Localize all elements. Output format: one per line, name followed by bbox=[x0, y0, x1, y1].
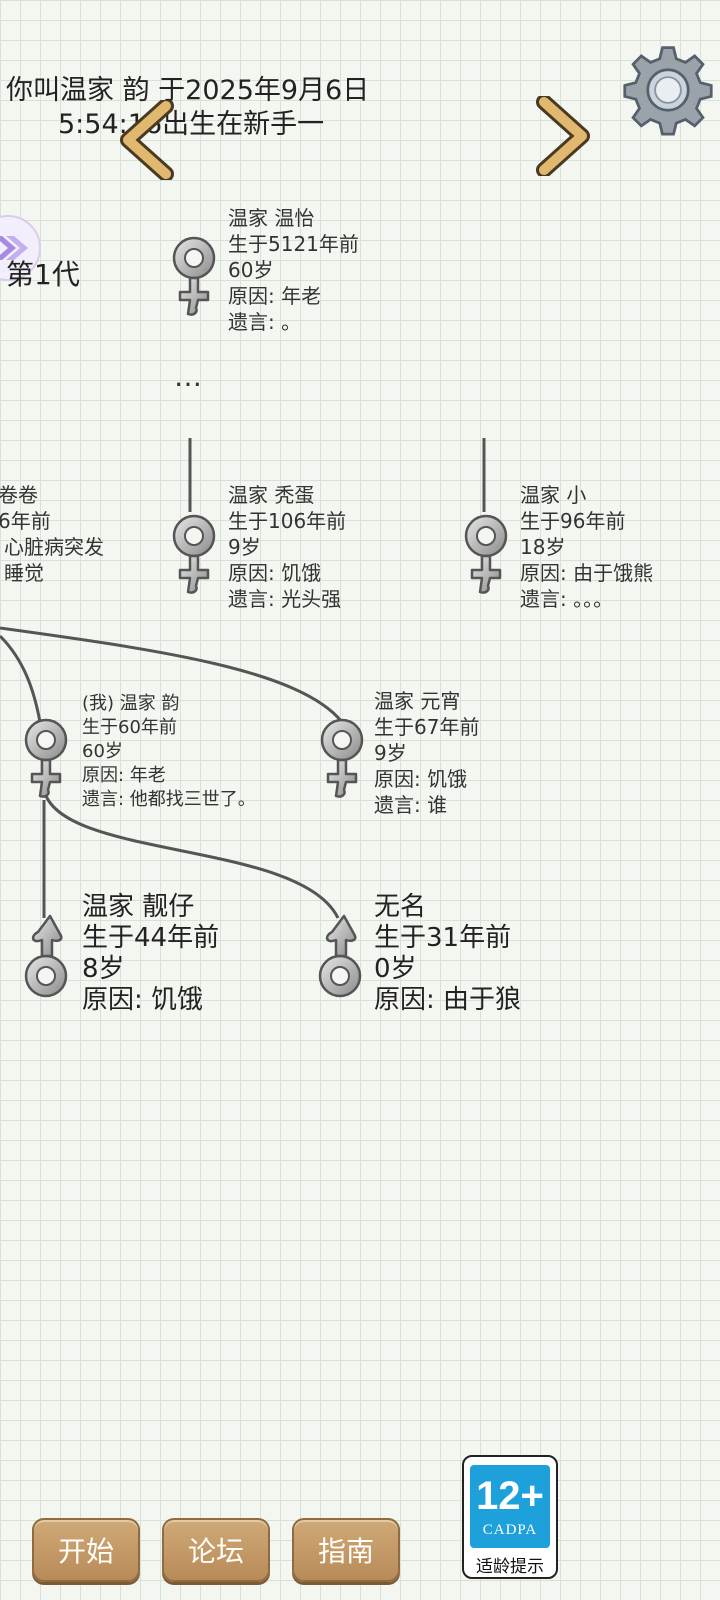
person-age: 8岁 bbox=[82, 954, 125, 984]
forum-button[interactable]: 论坛 bbox=[162, 1518, 270, 1582]
person-name: 温家 秃蛋 bbox=[228, 483, 315, 507]
person-info-tudan: 温家 秃蛋 生于106年前 9岁 原因: 饥饿 遗言: 光头强 bbox=[228, 482, 346, 612]
person-last-words: 睡觉 bbox=[4, 561, 44, 585]
person-last-words: 遗言: 。。。 bbox=[520, 587, 614, 611]
person-info-wuming: 无名 生于31年前 0岁 原因: 由于狼 bbox=[374, 892, 521, 1016]
person-cause: 原因: 饥饿 bbox=[82, 985, 204, 1015]
person-born: 生于44年前 bbox=[82, 923, 220, 953]
person-age: 18岁 bbox=[520, 535, 566, 559]
age-rating-org: CADPA bbox=[482, 1522, 538, 1538]
chevron-right-icon[interactable] bbox=[530, 96, 594, 176]
person-born: 6年前 bbox=[0, 509, 51, 533]
chevron-left-icon[interactable] bbox=[118, 100, 182, 180]
person-cause: 心脏病突发 bbox=[4, 535, 104, 559]
generation-badge-icon[interactable] bbox=[0, 212, 44, 284]
person-born: 生于96年前 bbox=[520, 509, 626, 533]
person-name: 卷卷 bbox=[0, 483, 38, 507]
person-last-words: 遗言: 谁 bbox=[374, 793, 448, 817]
person-born: 生于5121年前 bbox=[228, 232, 359, 256]
person-name: 温家 元宵 bbox=[374, 689, 461, 713]
birth-info-line1: 你叫温家 韵 于2025年9月6日 bbox=[6, 75, 370, 106]
female-symbol-icon[interactable] bbox=[312, 710, 372, 810]
person-name: 无名 bbox=[374, 892, 427, 922]
more-ancestors-ellipsis: … bbox=[174, 360, 204, 393]
birth-info-line2: 5:54:16出生在新手一 bbox=[58, 109, 325, 140]
gear-icon[interactable] bbox=[622, 44, 714, 136]
person-cause: 原因: 年老 bbox=[228, 284, 322, 308]
person-cause: 原因: 年老 bbox=[82, 765, 166, 786]
person-info-liangzai: 温家 靓仔 生于44年前 8岁 原因: 饥饿 bbox=[82, 892, 219, 1016]
female-symbol-icon[interactable] bbox=[456, 506, 516, 606]
person-info-xiao: 温家 小 生于96年前 18岁 原因: 由于饿熊 遗言: 。。。 bbox=[520, 482, 653, 612]
person-age: 9岁 bbox=[374, 741, 407, 765]
person-born: 生于67年前 bbox=[374, 715, 480, 739]
person-name: 温家 小 bbox=[520, 483, 587, 507]
person-age: 60岁 bbox=[228, 258, 274, 282]
person-last-words: 遗言: 光头强 bbox=[228, 587, 342, 611]
person-name: 温家 靓仔 bbox=[82, 892, 195, 922]
person-age: 9岁 bbox=[228, 535, 261, 559]
person-age: 60岁 bbox=[82, 741, 123, 762]
person-born: 生于31年前 bbox=[374, 923, 512, 953]
person-cause: 原因: 饥饿 bbox=[374, 767, 468, 791]
person-last-words: 遗言: 他都找三世了。 bbox=[82, 789, 256, 810]
male-symbol-icon[interactable] bbox=[18, 910, 78, 1010]
person-cause: 原因: 由于狼 bbox=[374, 985, 522, 1015]
start-button[interactable]: 开始 bbox=[32, 1518, 140, 1582]
person-name: (我) 温家 韵 bbox=[82, 693, 180, 714]
person-born: 生于60年前 bbox=[82, 717, 177, 738]
person-info-wenyi: 温家 温怡 生于5121年前 60岁 原因: 年老 遗言: 。 bbox=[228, 205, 359, 335]
female-symbol-icon[interactable] bbox=[164, 228, 224, 328]
person-name: 温家 温怡 bbox=[228, 206, 315, 230]
person-last-words: 遗言: 。 bbox=[228, 310, 302, 334]
person-age: 0岁 bbox=[374, 954, 417, 984]
male-symbol-icon[interactable] bbox=[312, 910, 372, 1010]
age-rating-number: 12+ bbox=[476, 1474, 544, 1518]
female-symbol-icon[interactable] bbox=[164, 506, 224, 606]
person-cause: 原因: 饥饿 bbox=[228, 561, 322, 585]
person-info-yuanxiao: 温家 元宵 生于67年前 9岁 原因: 饥饿 遗言: 谁 bbox=[374, 688, 479, 818]
person-born: 生于106年前 bbox=[228, 509, 347, 533]
female-symbol-icon[interactable] bbox=[16, 710, 76, 810]
age-rating-badge[interactable]: 12+ CADPA 适龄提示 bbox=[462, 1455, 558, 1579]
person-info-me: (我) 温家 韵 生于60年前 60岁 原因: 年老 遗言: 他都找三世了。 bbox=[82, 692, 256, 812]
age-rating-caption: 适龄提示 bbox=[476, 1557, 544, 1577]
age-rating-panel: 12+ CADPA bbox=[470, 1465, 550, 1548]
person-cause: 原因: 由于饿熊 bbox=[520, 561, 654, 585]
person-info-partial-left: 卷卷 6年前 心脏病突发 睡觉 bbox=[0, 482, 104, 586]
generation-label: 第1代 bbox=[6, 258, 80, 291]
guide-button[interactable]: 指南 bbox=[292, 1518, 400, 1582]
